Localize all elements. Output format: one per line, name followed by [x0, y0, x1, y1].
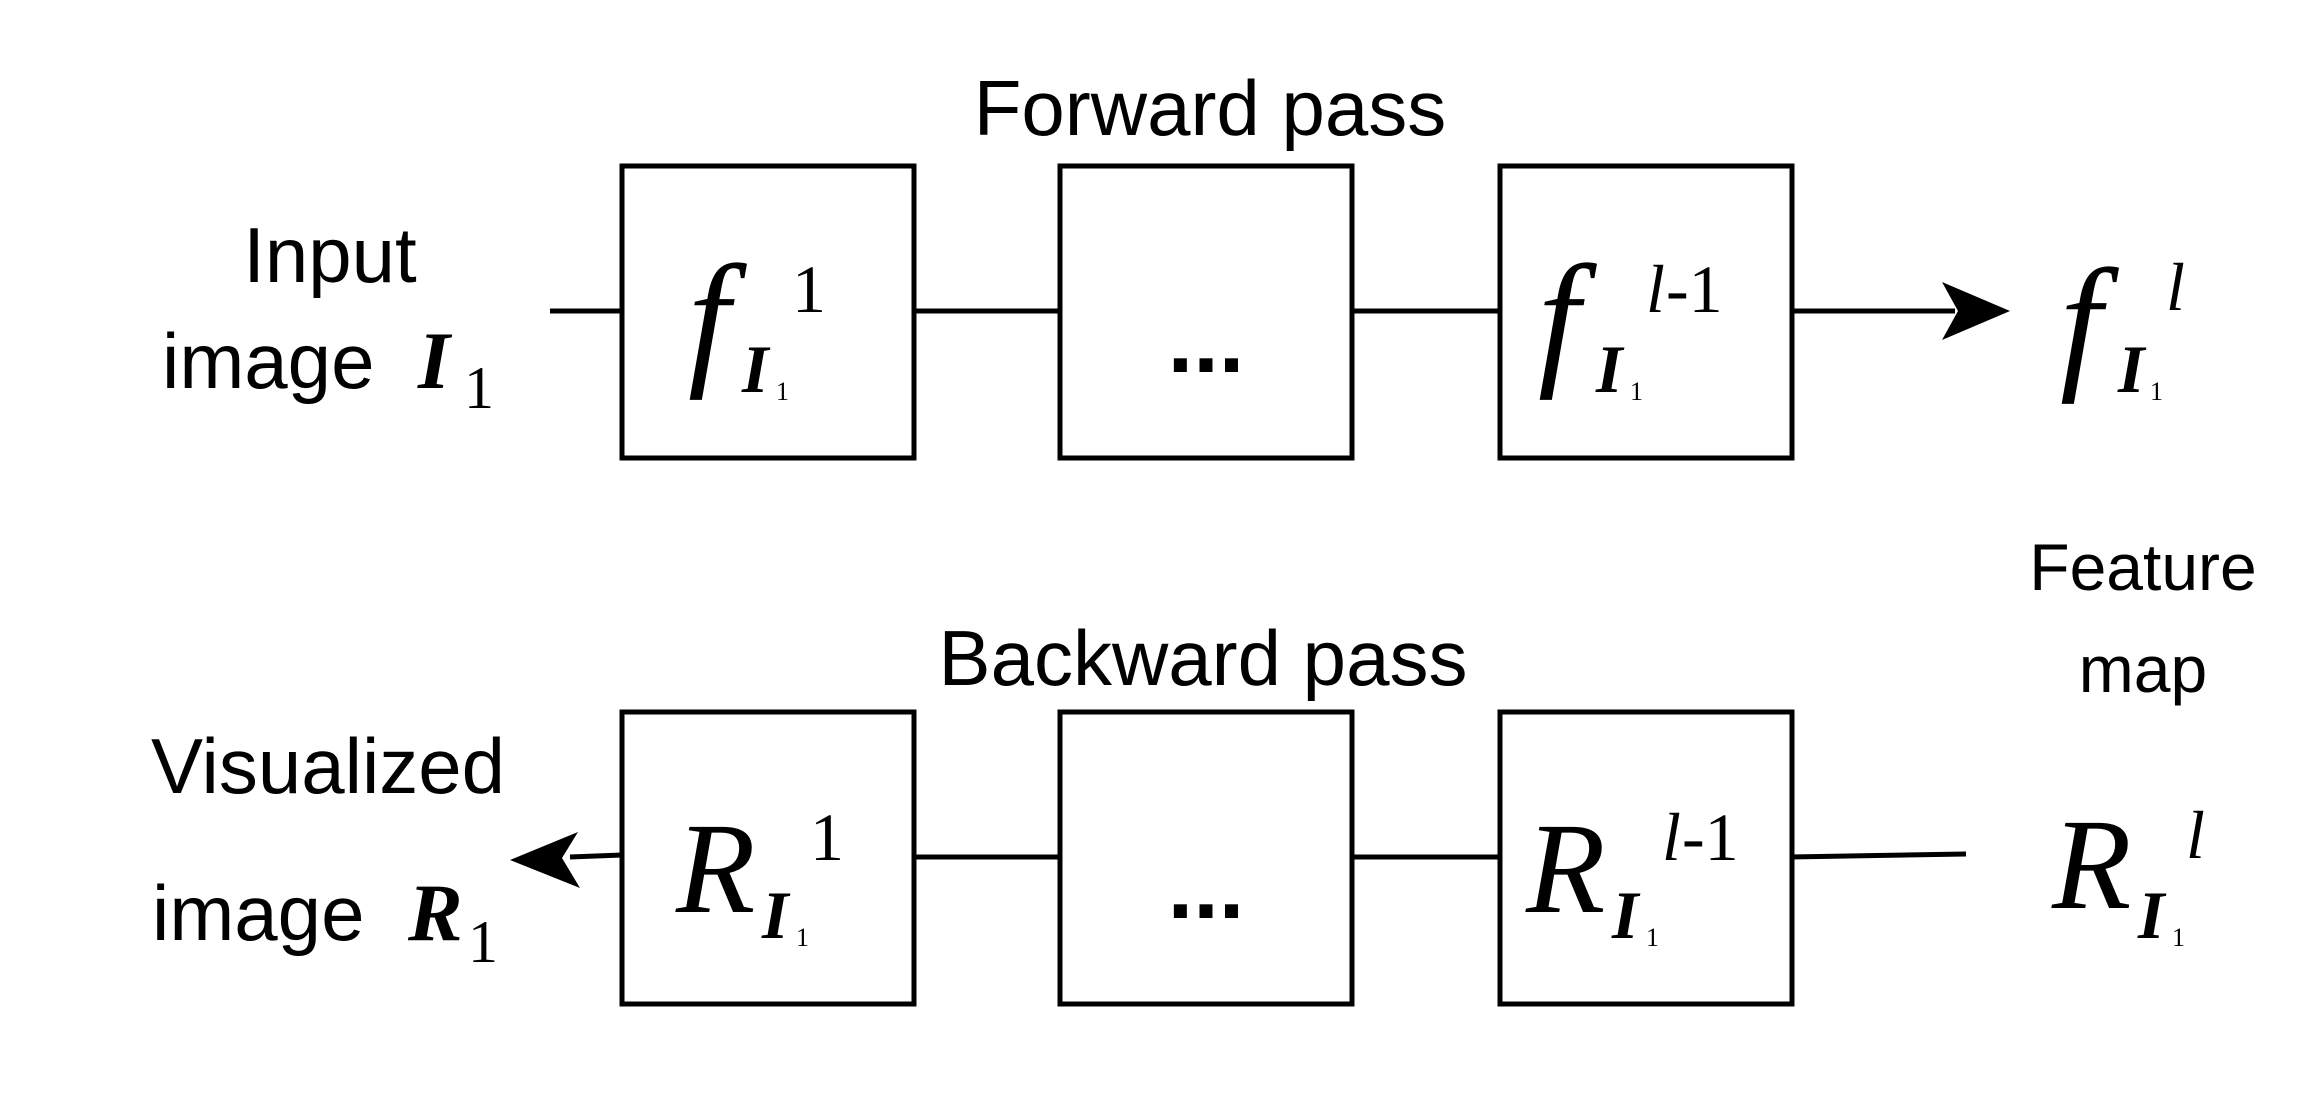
- forward-arrow-head: [1942, 282, 2010, 340]
- backward-input-line: [1789, 851, 1967, 860]
- formula-subsub: 1: [2150, 377, 2163, 406]
- formula-sup-italic: l: [1662, 799, 1681, 875]
- formula-sup: 1: [792, 251, 826, 327]
- forward-box-2-ellipsis: ...: [1168, 290, 1245, 392]
- backward-box-2-ellipsis: ...: [1168, 836, 1245, 938]
- backward-arrow-head: [510, 832, 580, 888]
- formula-subsub: 1: [796, 923, 809, 952]
- forward-box-3: [1497, 163, 1795, 461]
- formula-base: R: [675, 797, 755, 941]
- formula-sup-italic: l: [2186, 797, 2205, 873]
- output-symbol: R: [407, 867, 463, 958]
- backward-pass-title: Backward pass: [939, 614, 1468, 702]
- backward-box-3: [1497, 709, 1795, 1007]
- formula-sup: 1: [810, 799, 844, 875]
- formula-sup-italic: l: [2166, 249, 2185, 325]
- input-label-line1: Input: [243, 211, 417, 299]
- forward-box-2: [1057, 163, 1355, 461]
- formula-subsub: 1: [776, 377, 789, 406]
- formula-sup-rest: -1: [1666, 251, 1723, 327]
- input-symbol: I: [417, 315, 453, 406]
- formula-sub: I: [1595, 331, 1625, 407]
- input-label-line2: image I 1: [162, 315, 494, 421]
- backward-box-1: [619, 709, 917, 1007]
- output-symbol-sub: 1: [468, 909, 498, 975]
- output-label-line1: Visualized: [151, 722, 505, 810]
- forward-output-formula: f I 1 l: [2060, 239, 2185, 407]
- formula-base: R: [2051, 793, 2131, 937]
- formula-sub: I: [2117, 331, 2147, 407]
- forward-box-1: [619, 163, 917, 461]
- formula-base: R: [1525, 797, 1605, 941]
- feature-map-label-line2: map: [2079, 632, 2207, 706]
- output-label-word: image: [152, 869, 364, 957]
- forward-pass-title: Forward pass: [974, 64, 1447, 152]
- formula-sub: I: [2137, 877, 2167, 953]
- feature-map-label-line1: Feature: [2029, 530, 2256, 604]
- formula-subsub: 1: [1646, 923, 1659, 952]
- input-symbol-sub: 1: [464, 355, 494, 421]
- formula-sub: I: [1611, 877, 1641, 953]
- backward-box-2: [1057, 709, 1355, 1007]
- formula-sub: I: [761, 877, 791, 953]
- backward-input-formula: R I 1 l: [2051, 793, 2205, 953]
- backward-box-3-formula: R I 1 l -1: [1525, 797, 1739, 953]
- backward-output-line: [569, 852, 623, 860]
- formula-subsub: 1: [2172, 923, 2185, 952]
- formula-subsub: 1: [1630, 377, 1643, 406]
- formula-sup-rest: -1: [1682, 799, 1739, 875]
- output-label-line2: image R 1: [152, 867, 498, 975]
- formula-sub: I: [741, 331, 771, 407]
- backward-box-1-formula: R I 1 1: [675, 797, 844, 953]
- formula-base: f: [2060, 239, 2119, 405]
- formula-sup-italic: l: [1646, 251, 1665, 327]
- input-label-word: image: [162, 317, 374, 405]
